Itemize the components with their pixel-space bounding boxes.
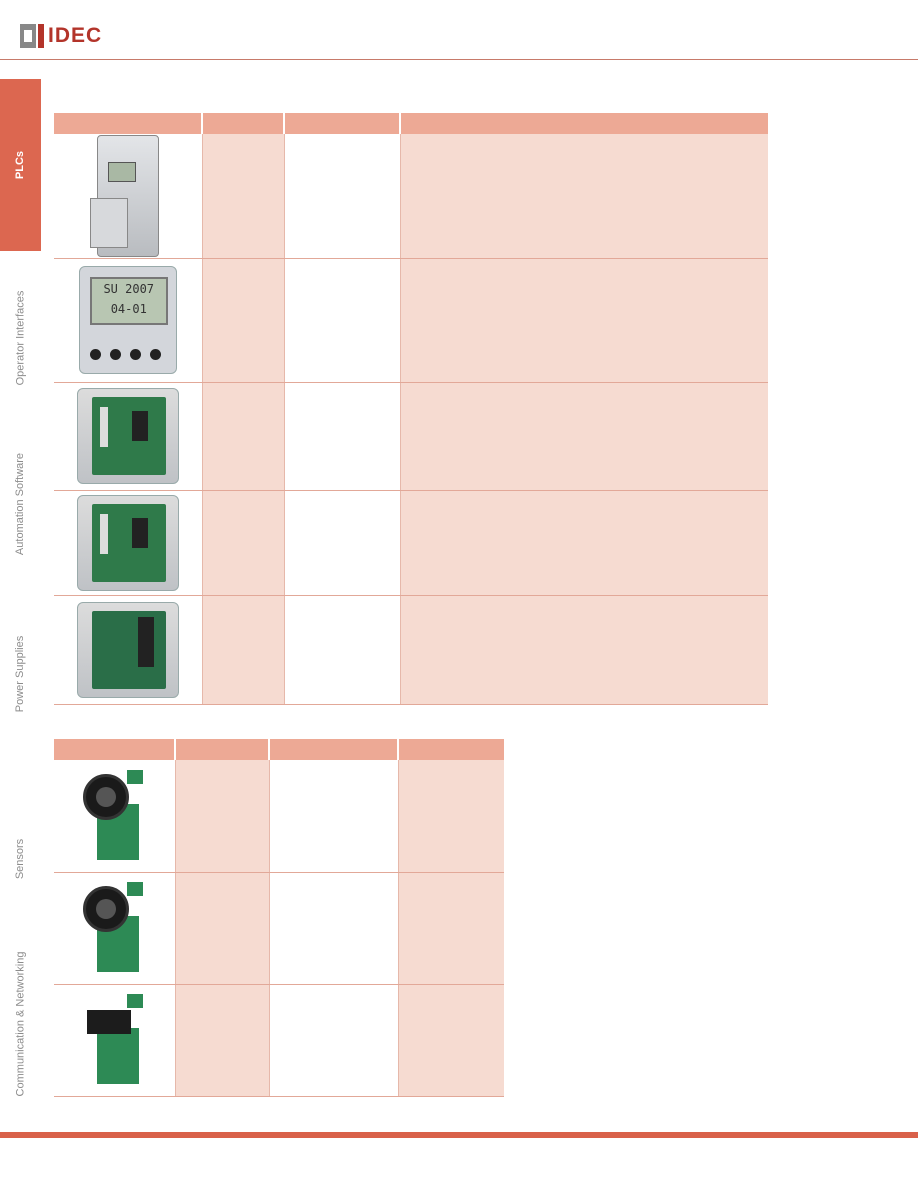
table-row [54, 134, 768, 259]
idec-logo: IDEC [20, 24, 102, 48]
header-rule [0, 59, 918, 60]
footer-bar [0, 1132, 918, 1138]
logo-mark [20, 24, 36, 48]
table-row [54, 760, 504, 873]
port-adapter-table [54, 739, 504, 1097]
mini-din-adapter-photo [83, 882, 145, 974]
logo-mark-bar [38, 24, 44, 48]
sidebar-item-power-supplies[interactable]: Power Supplies [14, 635, 27, 713]
table-header-row [54, 113, 768, 134]
mini-din-adapter-photo [83, 769, 145, 862]
table-row [54, 984, 504, 1097]
sidebar-item-automation-software[interactable]: Automation Software [14, 452, 27, 556]
table-header-row [54, 739, 504, 760]
table-row [54, 595, 768, 705]
sidebar-item-operator-interfaces[interactable]: Operator Interfaces [14, 290, 27, 386]
table-row [54, 490, 768, 596]
cartridge-photo [76, 601, 179, 698]
cartridge-photo [76, 494, 179, 591]
sidebar-item-plcs[interactable]: PLCs [0, 79, 41, 251]
sidebar-item-communication-networking[interactable]: Communication & Networking [14, 951, 27, 1097]
terminal-adapter-photo [83, 994, 145, 1086]
table-row [54, 382, 768, 491]
cartridge-photo [76, 388, 179, 484]
table-row [54, 872, 504, 985]
logo-text: IDEC [48, 24, 103, 47]
cpu-module-photo [89, 134, 159, 257]
sidebar-item-sensors[interactable]: Sensors [14, 838, 27, 880]
